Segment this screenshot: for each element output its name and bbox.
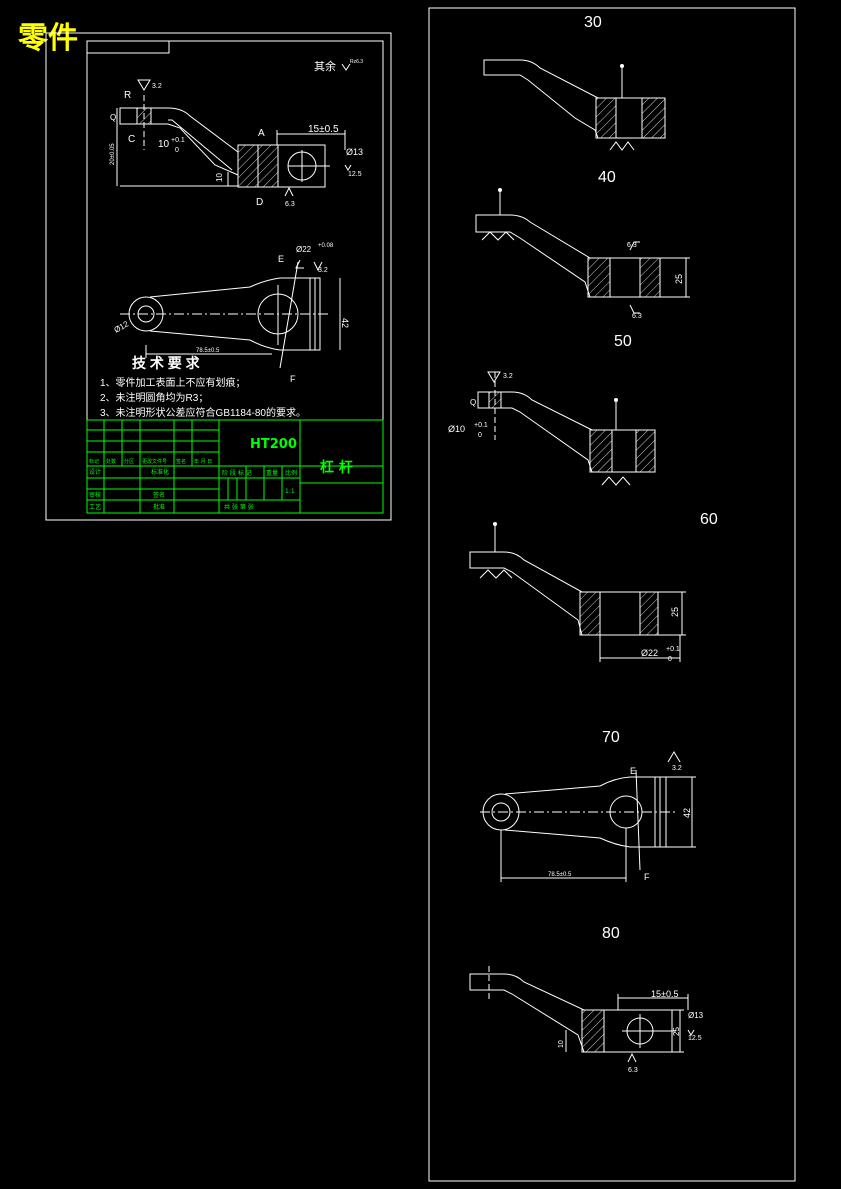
dim-small-dia: Ø12 bbox=[113, 319, 131, 335]
dim-height: 42 bbox=[340, 318, 350, 328]
tb-approve: 批准 bbox=[153, 503, 165, 511]
title-block: HT200 杠 杆 标记 处数 分区 更改文件号 签名 年 月 日 设计 标准化… bbox=[86, 419, 384, 514]
ra-6-3-top: 6.3 bbox=[285, 201, 295, 208]
label-d: D bbox=[256, 197, 263, 208]
step-50-label: 50 bbox=[614, 333, 632, 350]
ra-3-2-top: 3.2 bbox=[152, 83, 162, 90]
step-50-tol1: +0.1 bbox=[474, 422, 488, 429]
step-80-label: 80 bbox=[602, 925, 620, 942]
label-q: Q bbox=[110, 113, 116, 122]
step-40-label: 40 bbox=[598, 169, 616, 186]
tb-std: 标准化 bbox=[151, 468, 169, 476]
step-70-ra: 3.2 bbox=[672, 765, 682, 772]
tb-weight: 重量 bbox=[266, 469, 278, 477]
dim-slot-tol: +0.1 bbox=[171, 137, 185, 144]
ra-12-5: 12.5 bbox=[348, 171, 362, 178]
step-50-tol2: 0 bbox=[478, 432, 482, 439]
step-60-tol2: 0 bbox=[668, 656, 672, 663]
label-c: C bbox=[128, 134, 135, 145]
roughness-note: 其余 bbox=[314, 59, 336, 73]
step-70: 70 3.2 42 78.5±0.5 E F bbox=[480, 729, 696, 882]
dim-big-hole-tol: +0.08 bbox=[318, 243, 334, 249]
step-60-tol1: +0.1 bbox=[666, 646, 680, 653]
dim-depth: 10 bbox=[215, 173, 224, 182]
tb-date: 年 月 日 bbox=[194, 458, 212, 465]
step-80-width: 15±0.5 bbox=[651, 989, 678, 999]
dim-hole-width: 15±0.5 bbox=[308, 124, 339, 135]
step-70-e: E bbox=[630, 766, 636, 776]
dim-hole-dia: Ø13 bbox=[346, 147, 363, 157]
step-70-length: 78.5±0.5 bbox=[548, 872, 572, 878]
step-50-q: Q bbox=[470, 398, 476, 407]
step-60-dia: Ø22 bbox=[641, 648, 658, 658]
label-e: E bbox=[278, 254, 284, 264]
step-40-ra: 6.3 bbox=[627, 242, 637, 249]
step-50-ra: 3.2 bbox=[503, 373, 513, 380]
step-70-f: F bbox=[644, 872, 650, 882]
dim-slot-tol2: 0 bbox=[175, 147, 179, 154]
step-80-dep: 10 bbox=[558, 1040, 565, 1048]
roughness-note-value: Rz6.3 bbox=[350, 59, 363, 65]
tb-scale-val: 1:1 bbox=[285, 488, 295, 495]
part-drawing-sheet: 其余 Rz6.3 R C Q A bbox=[45, 32, 392, 521]
tech-title: 技 术 要 求 bbox=[132, 355, 201, 371]
step-60-dim: 25 bbox=[670, 607, 680, 617]
corner-title: 零件 bbox=[18, 21, 78, 56]
step-60-label: 60 bbox=[700, 511, 718, 528]
dim-slot: 10 bbox=[158, 139, 170, 150]
tech-item-3: 3、未注明形状公差应符合GB1184-80的要求。 bbox=[100, 406, 306, 419]
tech-item-1: 1、零件加工表面上不应有划痕； bbox=[100, 376, 246, 389]
step-40: 40 6.3 6.3 25 bbox=[475, 169, 690, 320]
step-80: 80 15±0.5 Ø13 12.5 6.3 25 10 bbox=[469, 925, 704, 1074]
material: HT200 bbox=[250, 437, 297, 452]
tb-stage: 阶 段 标 记 bbox=[222, 469, 252, 477]
dim-big-hole: Ø22 bbox=[296, 245, 312, 254]
step-40-dim: 25 bbox=[674, 274, 684, 284]
tb-change: 更改文件号 bbox=[142, 458, 167, 465]
ra-3-2-plan: 3.2 bbox=[318, 267, 328, 274]
tb-sheet: 共 张 第 张 bbox=[224, 503, 254, 511]
step-60: 60 25 Ø22 +0.1 0 bbox=[469, 511, 718, 663]
part-section-view: R C Q A D 15±0.5 Ø13 12.5 3.2 6.3 10 +0.… bbox=[110, 79, 363, 208]
tb-scale: 比例 bbox=[285, 469, 297, 477]
tb-sig: 签名 bbox=[153, 491, 165, 499]
tb-count: 处数 bbox=[106, 458, 116, 465]
step-50: 50 3.2 Ø10 +0.1 0 Q bbox=[448, 333, 656, 486]
step-80-dia: Ø13 bbox=[688, 1011, 704, 1020]
tb-craft: 工艺 bbox=[89, 503, 101, 511]
label-a: A bbox=[258, 128, 265, 139]
tb-design: 设计 bbox=[89, 468, 101, 476]
step-40-ra2: 6.3 bbox=[632, 313, 642, 320]
part-name: 杠 杆 bbox=[320, 459, 353, 476]
tb-check: 审核 bbox=[89, 491, 101, 499]
dim-length: 78.5±0.5 bbox=[196, 348, 220, 354]
step-80-ra: 12.5 bbox=[688, 1035, 702, 1042]
step-70-dim: 42 bbox=[682, 808, 692, 818]
step-50-dia: Ø10 bbox=[448, 424, 465, 434]
step-30: 30 bbox=[483, 14, 666, 151]
label-f: F bbox=[290, 374, 296, 384]
tb-sign: 签名 bbox=[176, 458, 186, 465]
process-sheet-border bbox=[428, 7, 796, 1182]
tech-item-2: 2、未注明圆角均为R3； bbox=[100, 391, 208, 404]
step-30-label: 30 bbox=[584, 14, 602, 31]
label-r: R bbox=[124, 90, 131, 101]
step-70-label: 70 bbox=[602, 729, 620, 746]
step-80-dim: 25 bbox=[672, 1027, 681, 1036]
dim-side: 20±0.05 bbox=[110, 143, 116, 165]
tb-zone: 分区 bbox=[124, 458, 134, 465]
tb-mark: 标记 bbox=[89, 458, 99, 465]
step-80-ra2: 6.3 bbox=[628, 1067, 638, 1074]
